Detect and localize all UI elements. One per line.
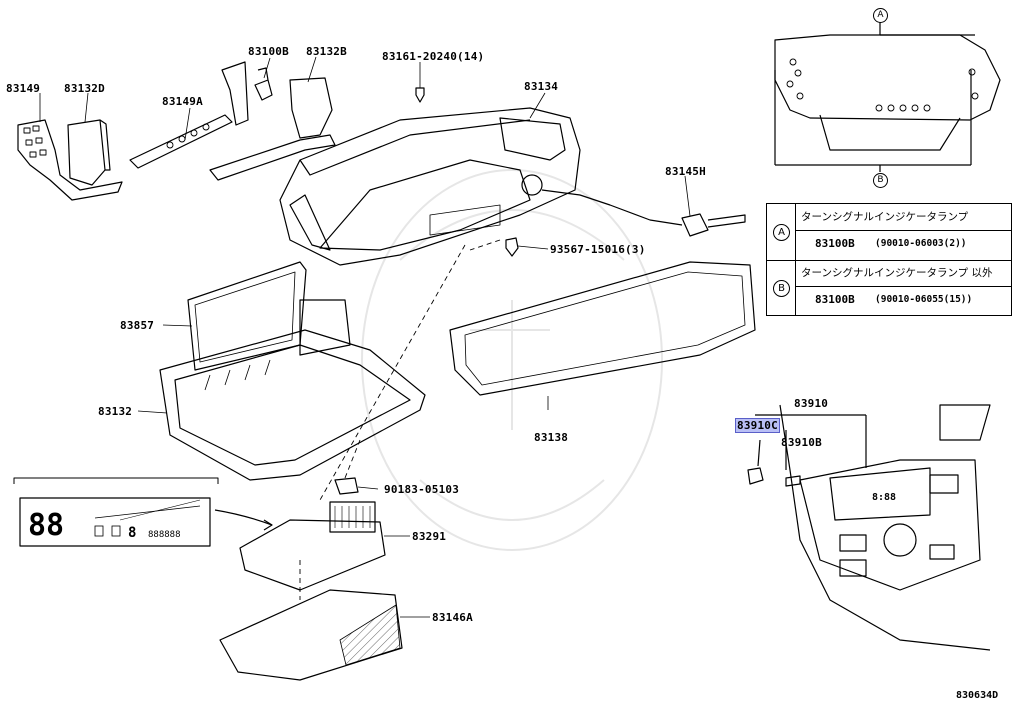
legend-spec-a: (90010-06003(2)) bbox=[875, 238, 967, 249]
part-83132D bbox=[67, 119, 106, 186]
legend-description-b: ターンシグナルインジケータランプ 以外 bbox=[796, 260, 1011, 287]
callout-b: B bbox=[873, 173, 888, 188]
clip-90183 bbox=[334, 477, 359, 495]
label-93567-15016[interactable]: 93567-15016(3) bbox=[550, 243, 646, 256]
diagram-code: 830634D bbox=[956, 690, 999, 701]
label-83910C-highlighted[interactable]: 83910C bbox=[735, 418, 780, 433]
label-83146A[interactable]: 83146A bbox=[432, 611, 473, 624]
legend-key-b: B bbox=[773, 280, 790, 297]
label-83134[interactable]: 83134 bbox=[524, 80, 559, 93]
lcd-digits: 88 bbox=[28, 508, 64, 543]
legend-table: A ターンシグナルインジケータランプ 83100B (90010-06003(2… bbox=[766, 203, 1012, 316]
inset-dashboard-view bbox=[747, 404, 991, 651]
lcd-small-digit: 8 bbox=[128, 525, 136, 541]
watermark bbox=[361, 169, 663, 551]
legend-spec-b: (90010-06055(15)) bbox=[875, 294, 973, 305]
legend-description-a: ターンシグナルインジケータランプ bbox=[796, 204, 1011, 231]
label-90183-05103[interactable]: 90183-05103 bbox=[384, 483, 460, 496]
lcd-contents: 88 8 888888 8:88 bbox=[28, 492, 896, 543]
label-83132B[interactable]: 83132B bbox=[306, 45, 347, 58]
screw-93567 bbox=[505, 237, 519, 257]
part-83149-holes bbox=[23, 125, 47, 158]
label-83291[interactable]: 83291 bbox=[412, 530, 447, 543]
label-83149A[interactable]: 83149A bbox=[162, 95, 203, 108]
callout-a: A bbox=[873, 8, 888, 23]
legend-row-a: A ターンシグナルインジケータランプ 83100B (90010-06003(2… bbox=[767, 204, 1011, 261]
legend-key-a: A bbox=[773, 224, 790, 241]
label-83910B[interactable]: 83910B bbox=[781, 436, 822, 449]
legend-row-b: B ターンシグナルインジケータランプ 以外 83100B (90010-0605… bbox=[767, 260, 1011, 316]
label-83100B[interactable]: 83100B bbox=[248, 45, 289, 58]
label-83138[interactable]: 83138 bbox=[534, 431, 569, 444]
label-83161-20240[interactable]: 83161-20240(14) bbox=[382, 50, 485, 63]
label-83857[interactable]: 83857 bbox=[120, 319, 155, 332]
part-83149 bbox=[17, 119, 123, 201]
lcd-display-illustration bbox=[19, 497, 211, 547]
part-83146A bbox=[219, 589, 403, 681]
part-83291 bbox=[239, 501, 386, 591]
part-83132 bbox=[159, 299, 426, 481]
label-83149[interactable]: 83149 bbox=[6, 82, 41, 95]
part-83138 bbox=[449, 261, 756, 396]
part-83145H bbox=[541, 189, 683, 226]
part-83132B bbox=[289, 77, 333, 139]
label-83910[interactable]: 83910 bbox=[794, 397, 829, 410]
label-83132D[interactable]: 83132D bbox=[64, 82, 105, 95]
legend-part-a[interactable]: 83100B bbox=[815, 237, 855, 250]
screw-83161 bbox=[415, 87, 425, 103]
label-83145H[interactable]: 83145H bbox=[665, 165, 706, 178]
part-83100B bbox=[254, 67, 273, 101]
lcd-odometer: 888888 bbox=[148, 530, 181, 540]
part-83134 bbox=[279, 107, 581, 266]
legend-part-b[interactable]: 83100B bbox=[815, 293, 855, 306]
part-83857 bbox=[187, 261, 307, 371]
dash-clock: 8:88 bbox=[872, 492, 896, 503]
label-83132[interactable]: 83132 bbox=[98, 405, 133, 418]
inset-cluster-rear-view bbox=[774, 22, 1001, 172]
